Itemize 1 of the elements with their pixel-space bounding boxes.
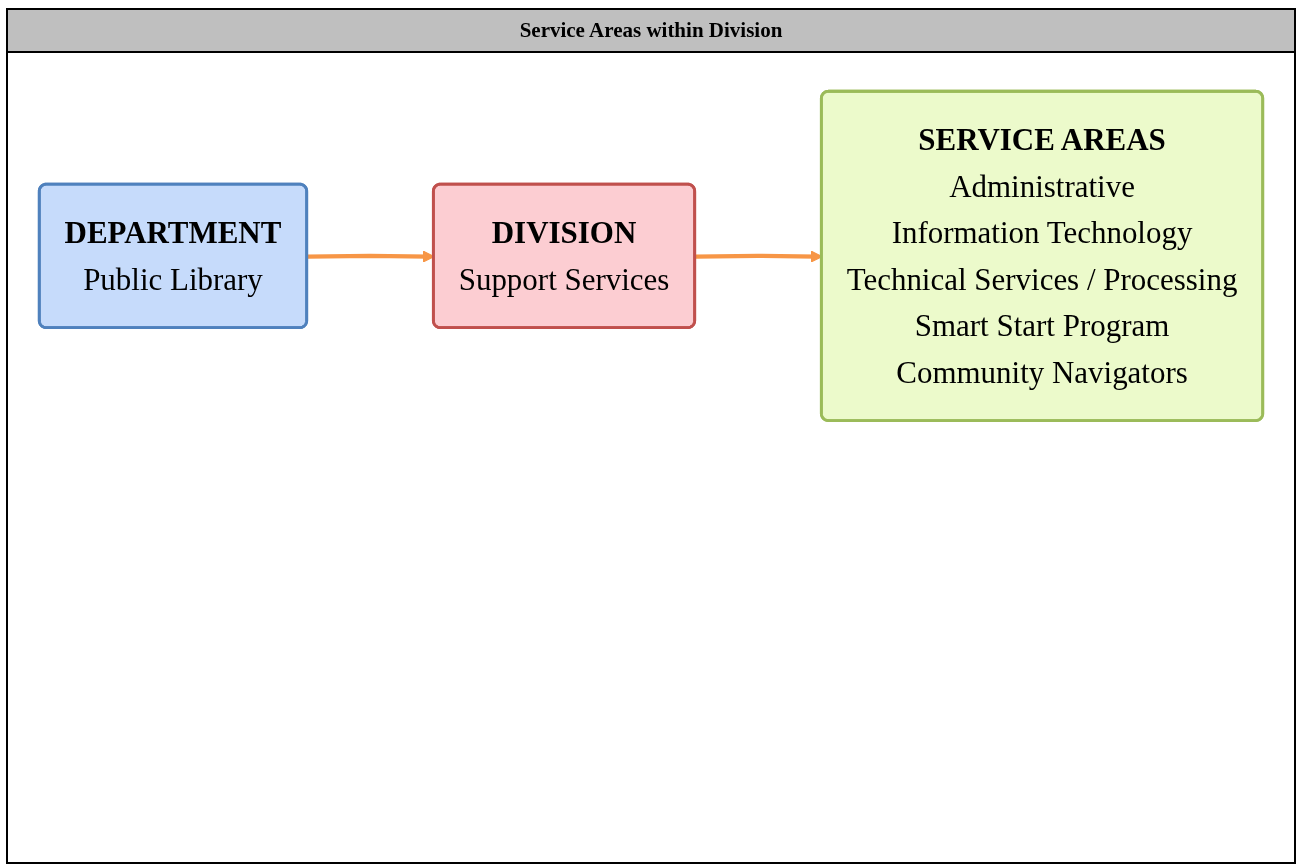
diagram-title: Service Areas within Division (8, 10, 1294, 53)
